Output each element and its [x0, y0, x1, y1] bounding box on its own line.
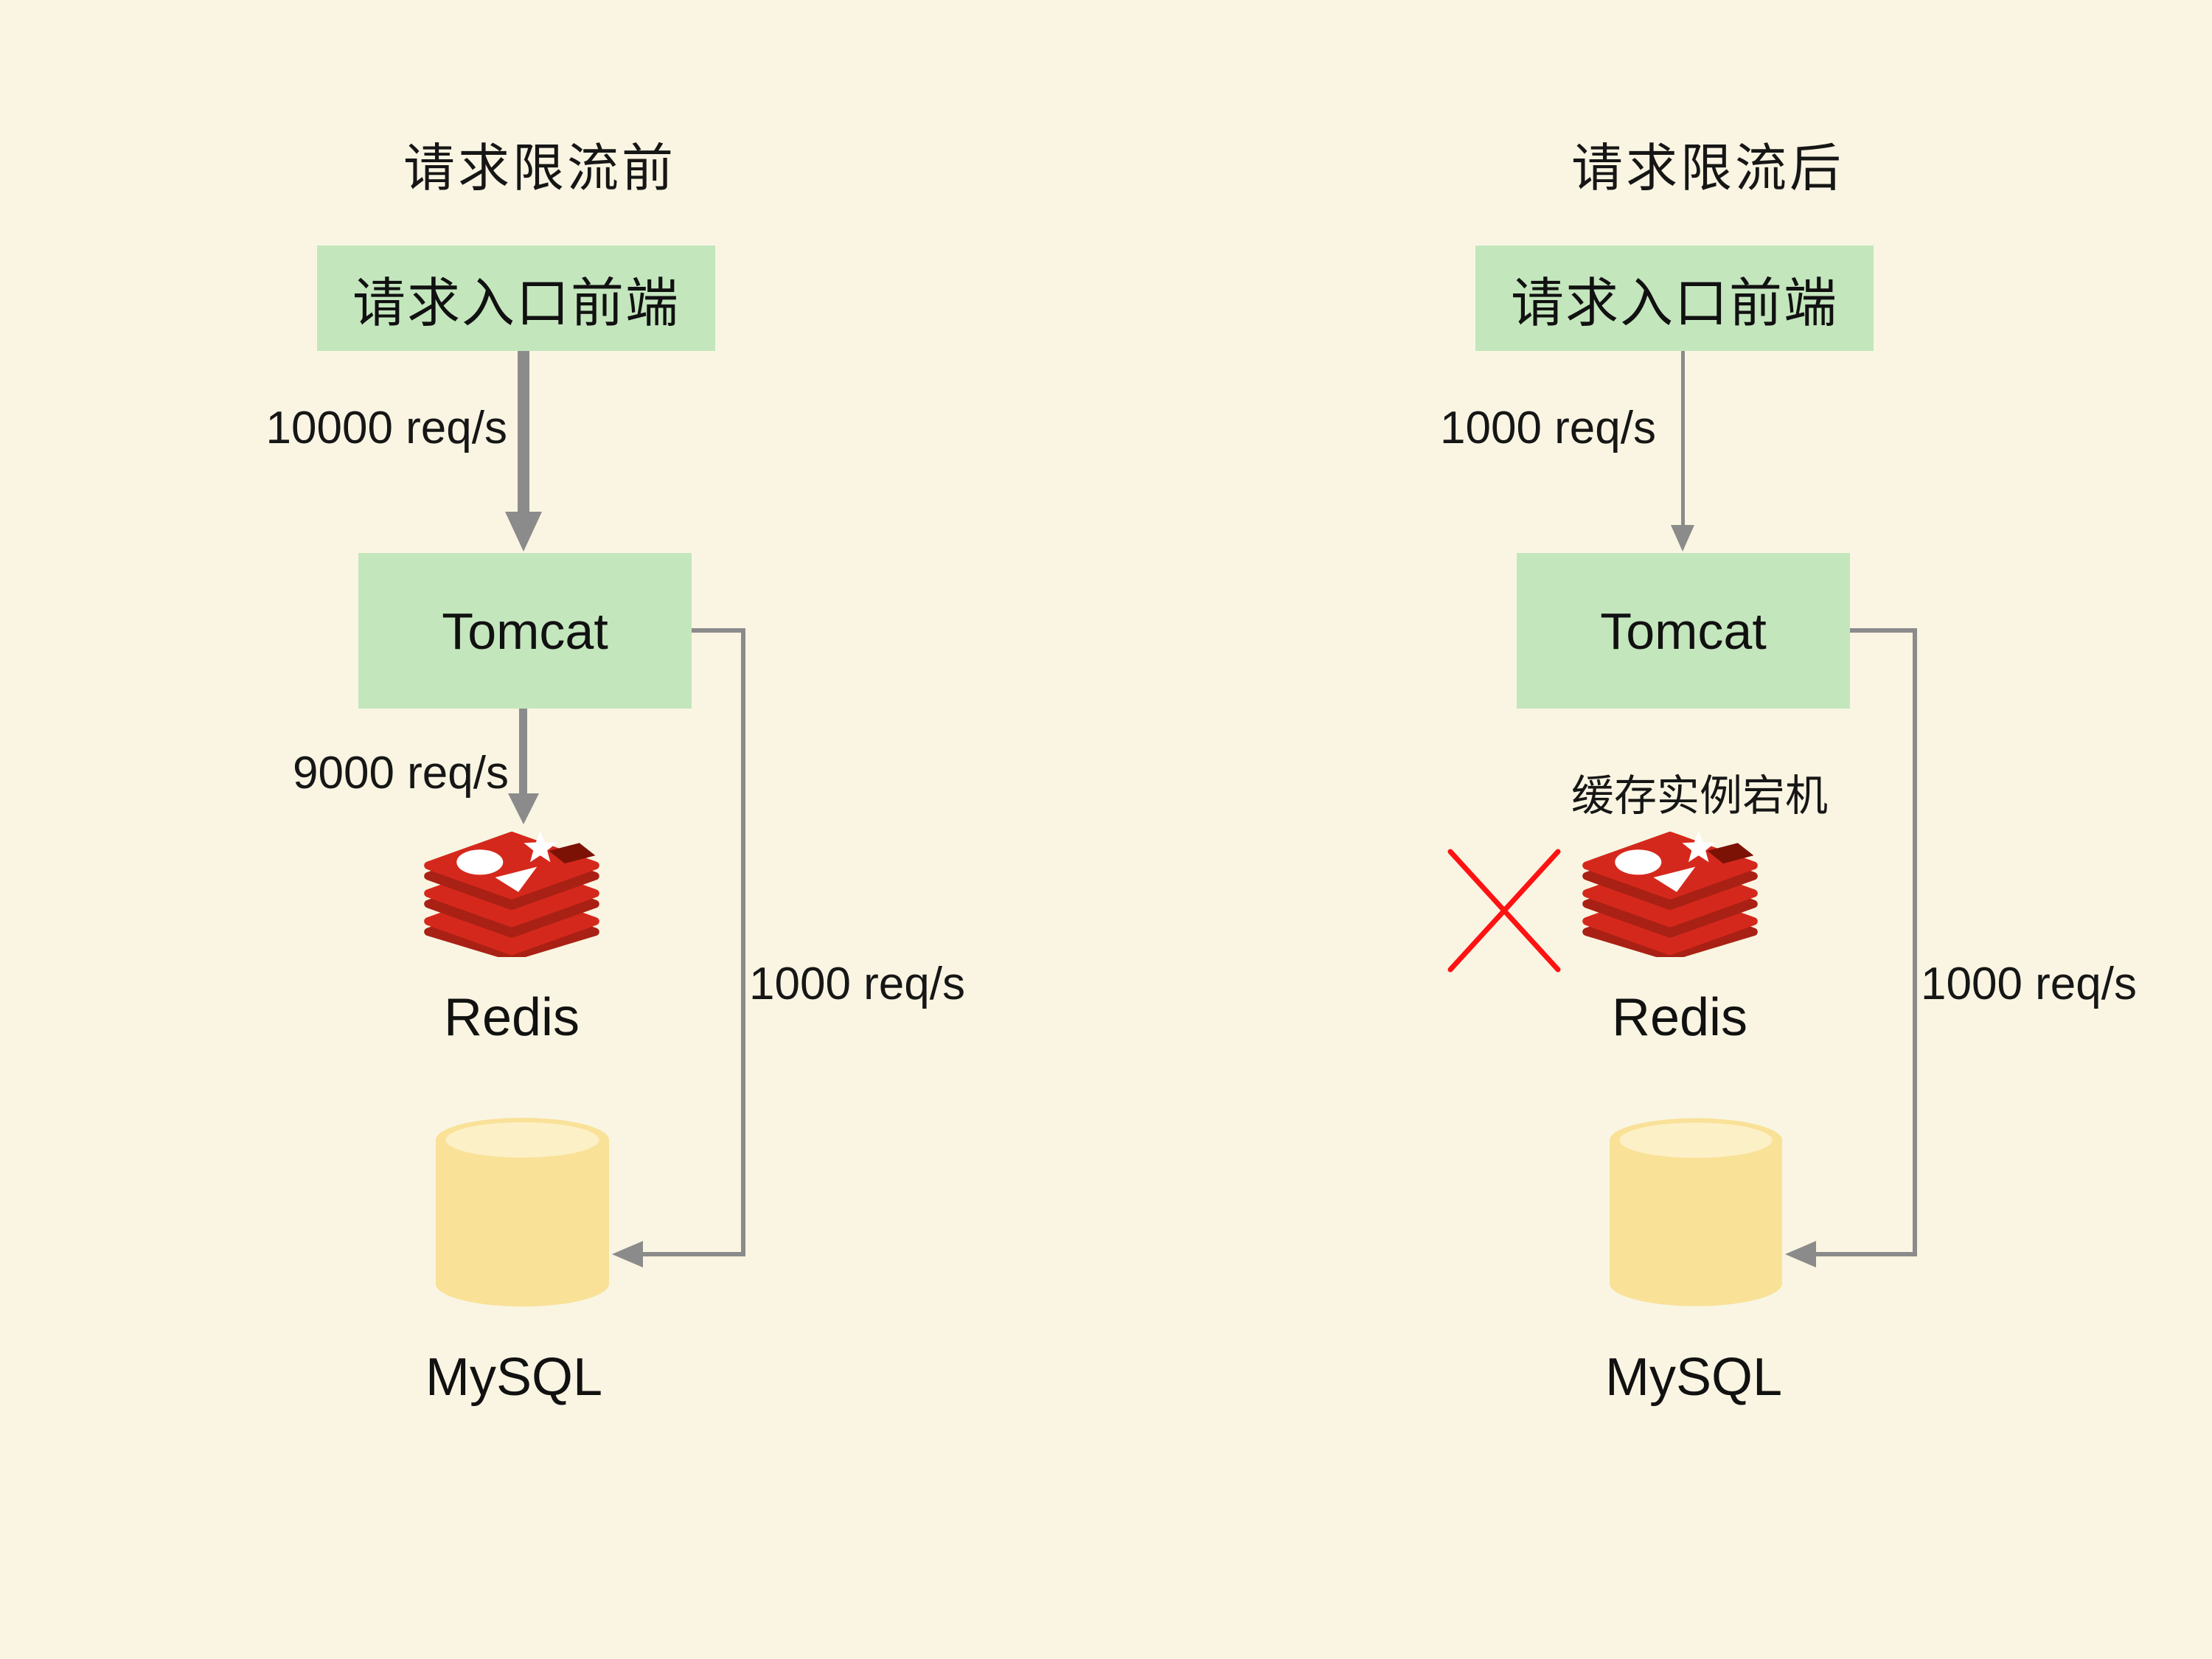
arrow-entry-to-tomcat	[518, 351, 529, 513]
rate-entry-to-tomcat: 1000 req/s	[1440, 403, 1656, 453]
redis-label: Redis	[1611, 988, 1748, 1047]
arrow-tomcat-to-mysql	[612, 628, 745, 1267]
arrow-entry-to-tomcat-head-icon	[1671, 525, 1694, 552]
red-cross-icon	[1447, 849, 1561, 973]
entry-frontend-box: 请求入口前端	[317, 246, 715, 351]
mysql-icon	[1610, 1118, 1782, 1307]
mysql-icon	[436, 1118, 609, 1307]
mysql-label: MySQL	[425, 1348, 603, 1407]
rate-tomcat-to-mysql: 1000 req/s	[1921, 959, 2137, 1009]
arrow-entry-to-tomcat-head-icon	[505, 512, 542, 552]
entry-frontend-label: 请求入口前端	[1510, 274, 1838, 333]
rate-entry-to-tomcat: 10000 req/s	[265, 403, 507, 453]
column-title-before: 请求限流前	[403, 139, 676, 197]
mysql-label: MySQL	[1604, 1348, 1783, 1407]
tomcat-box: Tomcat	[358, 553, 692, 709]
entry-frontend-label: 请求入口前端	[352, 274, 680, 333]
arrow-tomcat-to-redis-head-icon	[508, 793, 539, 824]
arrow-entry-to-tomcat	[1681, 351, 1685, 526]
column-title-after: 请求限流后	[1571, 139, 1844, 197]
arrow-tomcat-to-mysql	[1785, 628, 1917, 1267]
rate-tomcat-to-redis: 9000 req/s	[293, 748, 509, 799]
rate-tomcat-to-mysql: 1000 req/s	[749, 959, 965, 1009]
redis-label: Redis	[443, 988, 580, 1047]
tomcat-label: Tomcat	[442, 602, 608, 660]
redis-icon	[424, 831, 599, 957]
tomcat-label: Tomcat	[1600, 602, 1767, 660]
arrow-tomcat-to-redis	[519, 709, 527, 795]
redis-icon	[1582, 831, 1758, 957]
tomcat-box: Tomcat	[1517, 553, 1850, 709]
cache-down-note: 缓存实例宕机	[1571, 772, 1828, 820]
entry-frontend-box: 请求入口前端	[1475, 246, 1874, 351]
